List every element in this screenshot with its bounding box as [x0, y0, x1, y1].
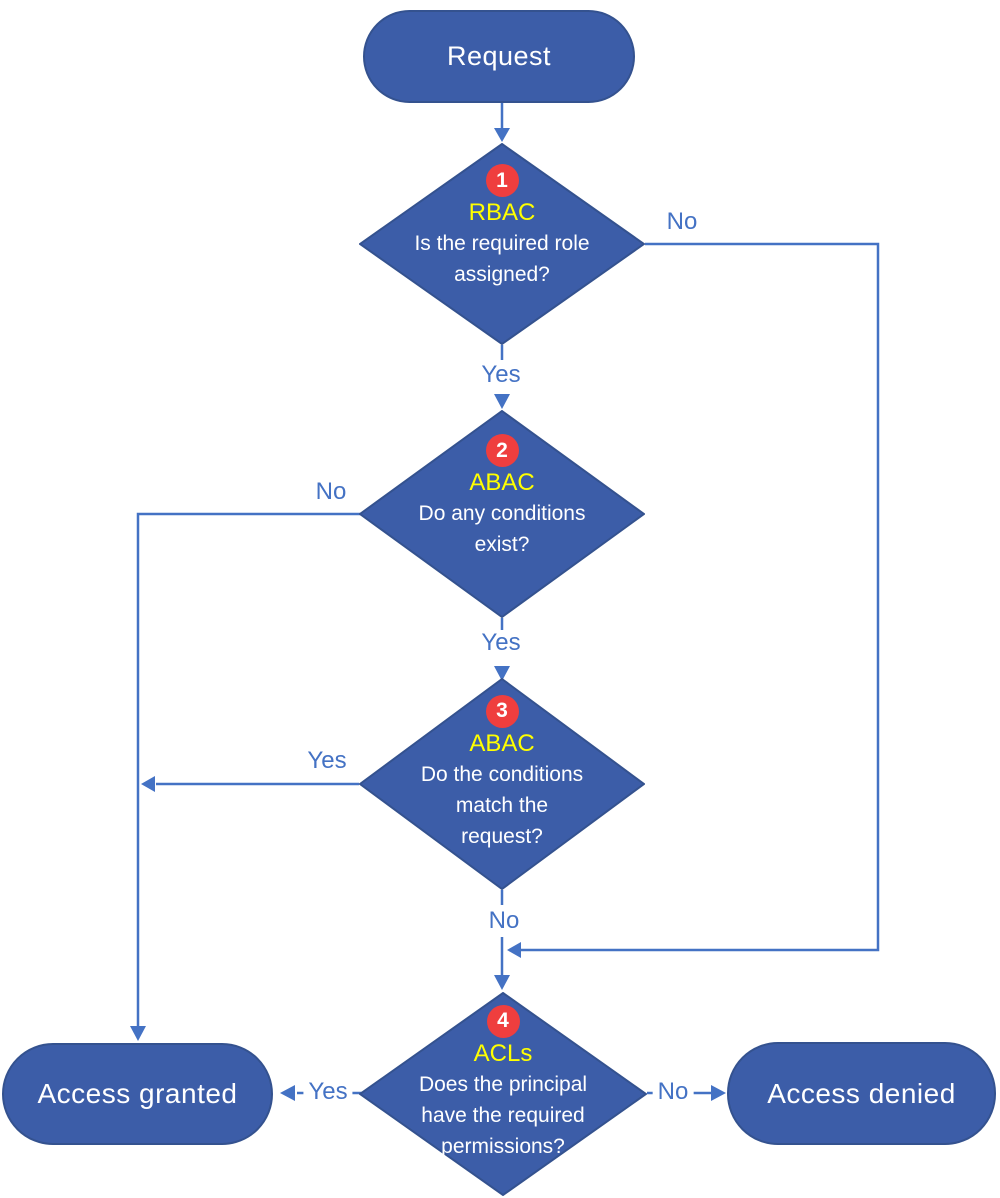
step-number: 2 [496, 438, 508, 462]
edge-label-d1-yes: Yes [481, 361, 521, 388]
node-question: Do any conditions exist? [418, 502, 586, 556]
step-badge: 3 [485, 694, 519, 728]
arrow-left-icon [507, 942, 521, 958]
edge-label-d4-yes: Yes [303, 1080, 353, 1104]
edge-d3-yes [141, 776, 359, 792]
step-badge: 4 [486, 1004, 520, 1038]
arrow-down-icon [130, 1026, 146, 1041]
edge-label-d3-no: No [488, 907, 520, 934]
diamond-shape [359, 678, 645, 890]
edge-label-d2-no: No [315, 478, 347, 505]
step-number: 3 [496, 699, 508, 722]
node-access-granted: Access granted [2, 1043, 273, 1145]
arrow-right-icon [711, 1085, 726, 1101]
node-request-label: Request [446, 41, 552, 71]
node-tag: RBAC [468, 199, 536, 226]
edge-d2-yes [494, 618, 510, 681]
step-badge: 1 [485, 164, 519, 197]
node-question: Does the principal have the required per… [418, 1072, 588, 1158]
step-number: 4 [497, 1009, 509, 1032]
node-decision-abac-exist: 2 ABAC Do any conditions exist? [359, 410, 645, 618]
step-badge: 2 [485, 434, 519, 467]
diamond-shape [359, 143, 645, 345]
arrow-left-icon [280, 1085, 295, 1101]
diamond-shape [359, 992, 647, 1196]
edge-label-d4-no: No [652, 1080, 694, 1104]
node-decision-abac-match: 3 ABAC Do the conditions match the reque… [359, 678, 645, 890]
node-tag: ACLs [473, 1039, 533, 1067]
node-tag: ABAC [469, 469, 535, 496]
node-decision-rbac: 1 RBAC Is the required role assigned? [359, 143, 645, 345]
arrow-down-icon [494, 128, 510, 142]
edge-label-d2-yes: Yes [481, 629, 521, 656]
node-question: Is the required role assigned? [414, 232, 590, 286]
diamond-shape [359, 410, 645, 618]
arrow-left-icon [141, 776, 155, 792]
step-number: 1 [496, 168, 508, 192]
arrow-down-icon [494, 394, 510, 409]
edge-label-d1-no: No [666, 208, 698, 235]
edge-request-d1 [494, 103, 510, 142]
node-tag: ABAC [469, 729, 535, 757]
edge-d3-no [494, 890, 510, 990]
edge-label-d3-yes: Yes [307, 747, 347, 774]
node-access-denied-label: Access denied [767, 1077, 956, 1109]
arrow-down-icon [494, 666, 510, 681]
node-question: Do the conditions match the request? [420, 762, 584, 848]
node-access-denied: Access denied [727, 1042, 996, 1145]
node-request: Request [363, 10, 635, 103]
arrow-down-icon [494, 975, 510, 990]
edge-d1-no [507, 242, 880, 958]
node-access-granted-label: Access granted [37, 1078, 238, 1109]
edge-d2-no [130, 512, 361, 1041]
edge-d1-yes [494, 345, 510, 409]
node-decision-acls: 4 ACLs Does the principal have the requi… [359, 992, 647, 1196]
